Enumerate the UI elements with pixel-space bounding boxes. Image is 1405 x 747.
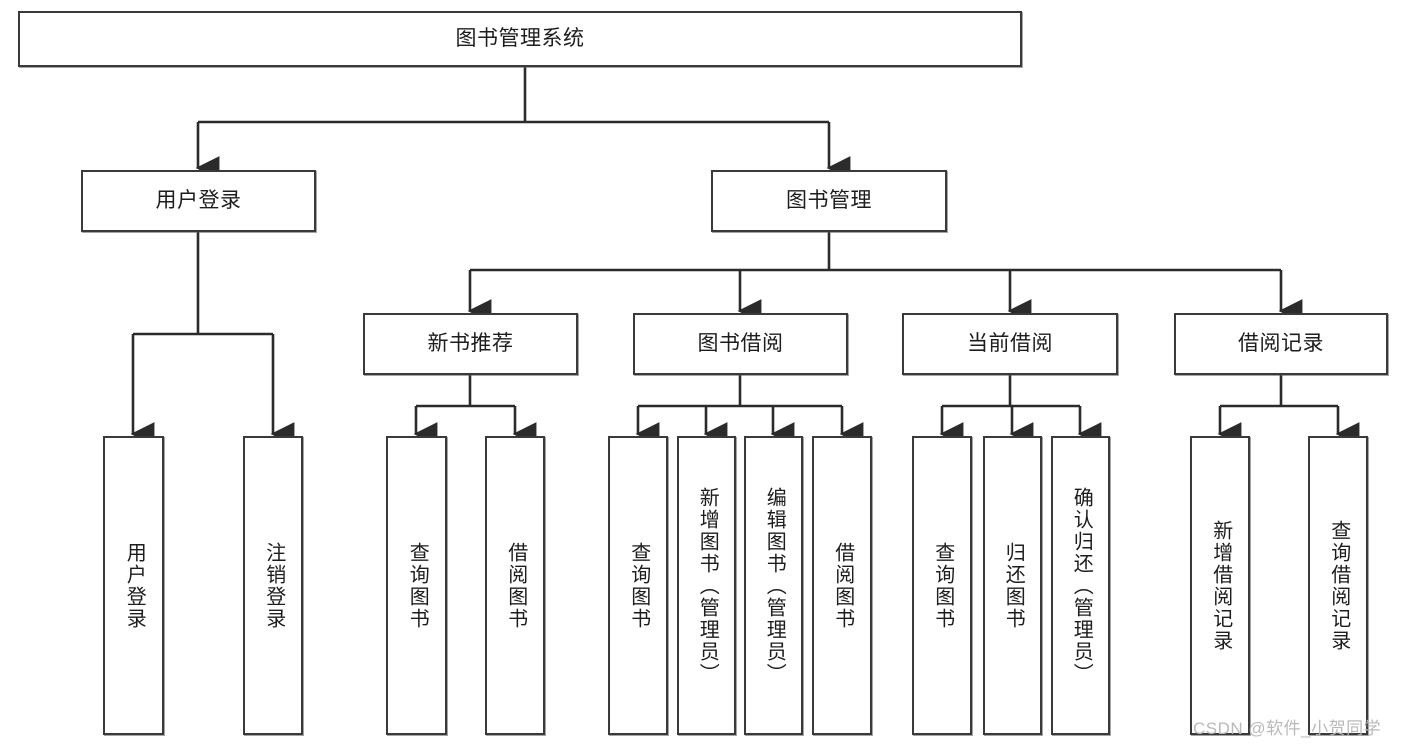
- node-user-login[interactable]: 用户登录: [81, 170, 316, 232]
- node-label-leaf-add-borrow-record: 新增借阅记录: [1209, 519, 1232, 652]
- node-label-leaf-borrow-book-1: 借阅图书: [504, 541, 527, 630]
- csdn-watermark: CSDN @软件_小贺同学: [1193, 719, 1382, 738]
- node-label-new-book-recommend: 新书推荐: [427, 331, 514, 355]
- node-label-book-manage: 图书管理: [786, 188, 872, 212]
- node-label-leaf-query-book-1: 查询图书: [406, 541, 429, 630]
- leaf-leaf-query-book-1[interactable]: 查询图书: [386, 436, 447, 735]
- node-current-borrow[interactable]: 当前借阅: [902, 313, 1118, 375]
- node-borrow-record[interactable]: 借阅记录: [1174, 313, 1388, 375]
- leaf-leaf-add-book[interactable]: 新增图书（管理员）: [677, 436, 736, 735]
- leaf-leaf-add-borrow-record[interactable]: 新增借阅记录: [1190, 436, 1250, 735]
- leaf-leaf-logout-login[interactable]: 注销登录: [243, 436, 303, 735]
- node-book-borrow[interactable]: 图书借阅: [633, 313, 848, 375]
- leaf-leaf-return-book[interactable]: 归还图书: [983, 436, 1042, 735]
- node-label-leaf-add-book: 新增图书（管理员）: [696, 486, 719, 685]
- leaf-leaf-borrow-book-2[interactable]: 借阅图书: [812, 436, 872, 735]
- leaf-leaf-confirm-return[interactable]: 确认归还（管理员）: [1051, 436, 1110, 735]
- node-label-root: 图书管理系统: [455, 26, 585, 50]
- node-label-leaf-edit-book: 编辑图书（管理员）: [763, 486, 786, 685]
- node-label-leaf-query-book-3: 查询图书: [931, 541, 954, 630]
- node-new-book-recommend[interactable]: 新书推荐: [363, 313, 578, 375]
- node-book-manage[interactable]: 图书管理: [711, 170, 947, 232]
- node-label-leaf-return-book: 归还图书: [1002, 541, 1025, 630]
- node-label-current-borrow: 当前借阅: [967, 331, 1053, 355]
- node-label-leaf-logout-login: 注销登录: [262, 541, 285, 630]
- node-label-borrow-record: 借阅记录: [1238, 331, 1324, 355]
- leaf-leaf-edit-book[interactable]: 编辑图书（管理员）: [744, 436, 803, 735]
- leaf-leaf-query-borrow-record[interactable]: 查询借阅记录: [1308, 436, 1368, 735]
- leaf-leaf-user-login[interactable]: 用户登录: [103, 436, 164, 735]
- node-label-user-login: 用户登录: [155, 188, 242, 212]
- node-label-leaf-query-borrow-record: 查询借阅记录: [1327, 519, 1350, 652]
- node-label-leaf-borrow-book-2: 借阅图书: [831, 541, 854, 630]
- node-label-leaf-query-book-2: 查询图书: [627, 541, 650, 630]
- node-label-leaf-user-login: 用户登录: [123, 541, 146, 630]
- node-label-leaf-confirm-return: 确认归还（管理员）: [1070, 486, 1093, 685]
- leaf-leaf-query-book-3[interactable]: 查询图书: [912, 436, 972, 735]
- node-root[interactable]: 图书管理系统: [18, 11, 1022, 67]
- node-label-book-borrow: 图书借阅: [697, 331, 784, 355]
- leaf-leaf-borrow-book-1[interactable]: 借阅图书: [485, 436, 545, 735]
- leaf-leaf-query-book-2[interactable]: 查询图书: [608, 436, 668, 735]
